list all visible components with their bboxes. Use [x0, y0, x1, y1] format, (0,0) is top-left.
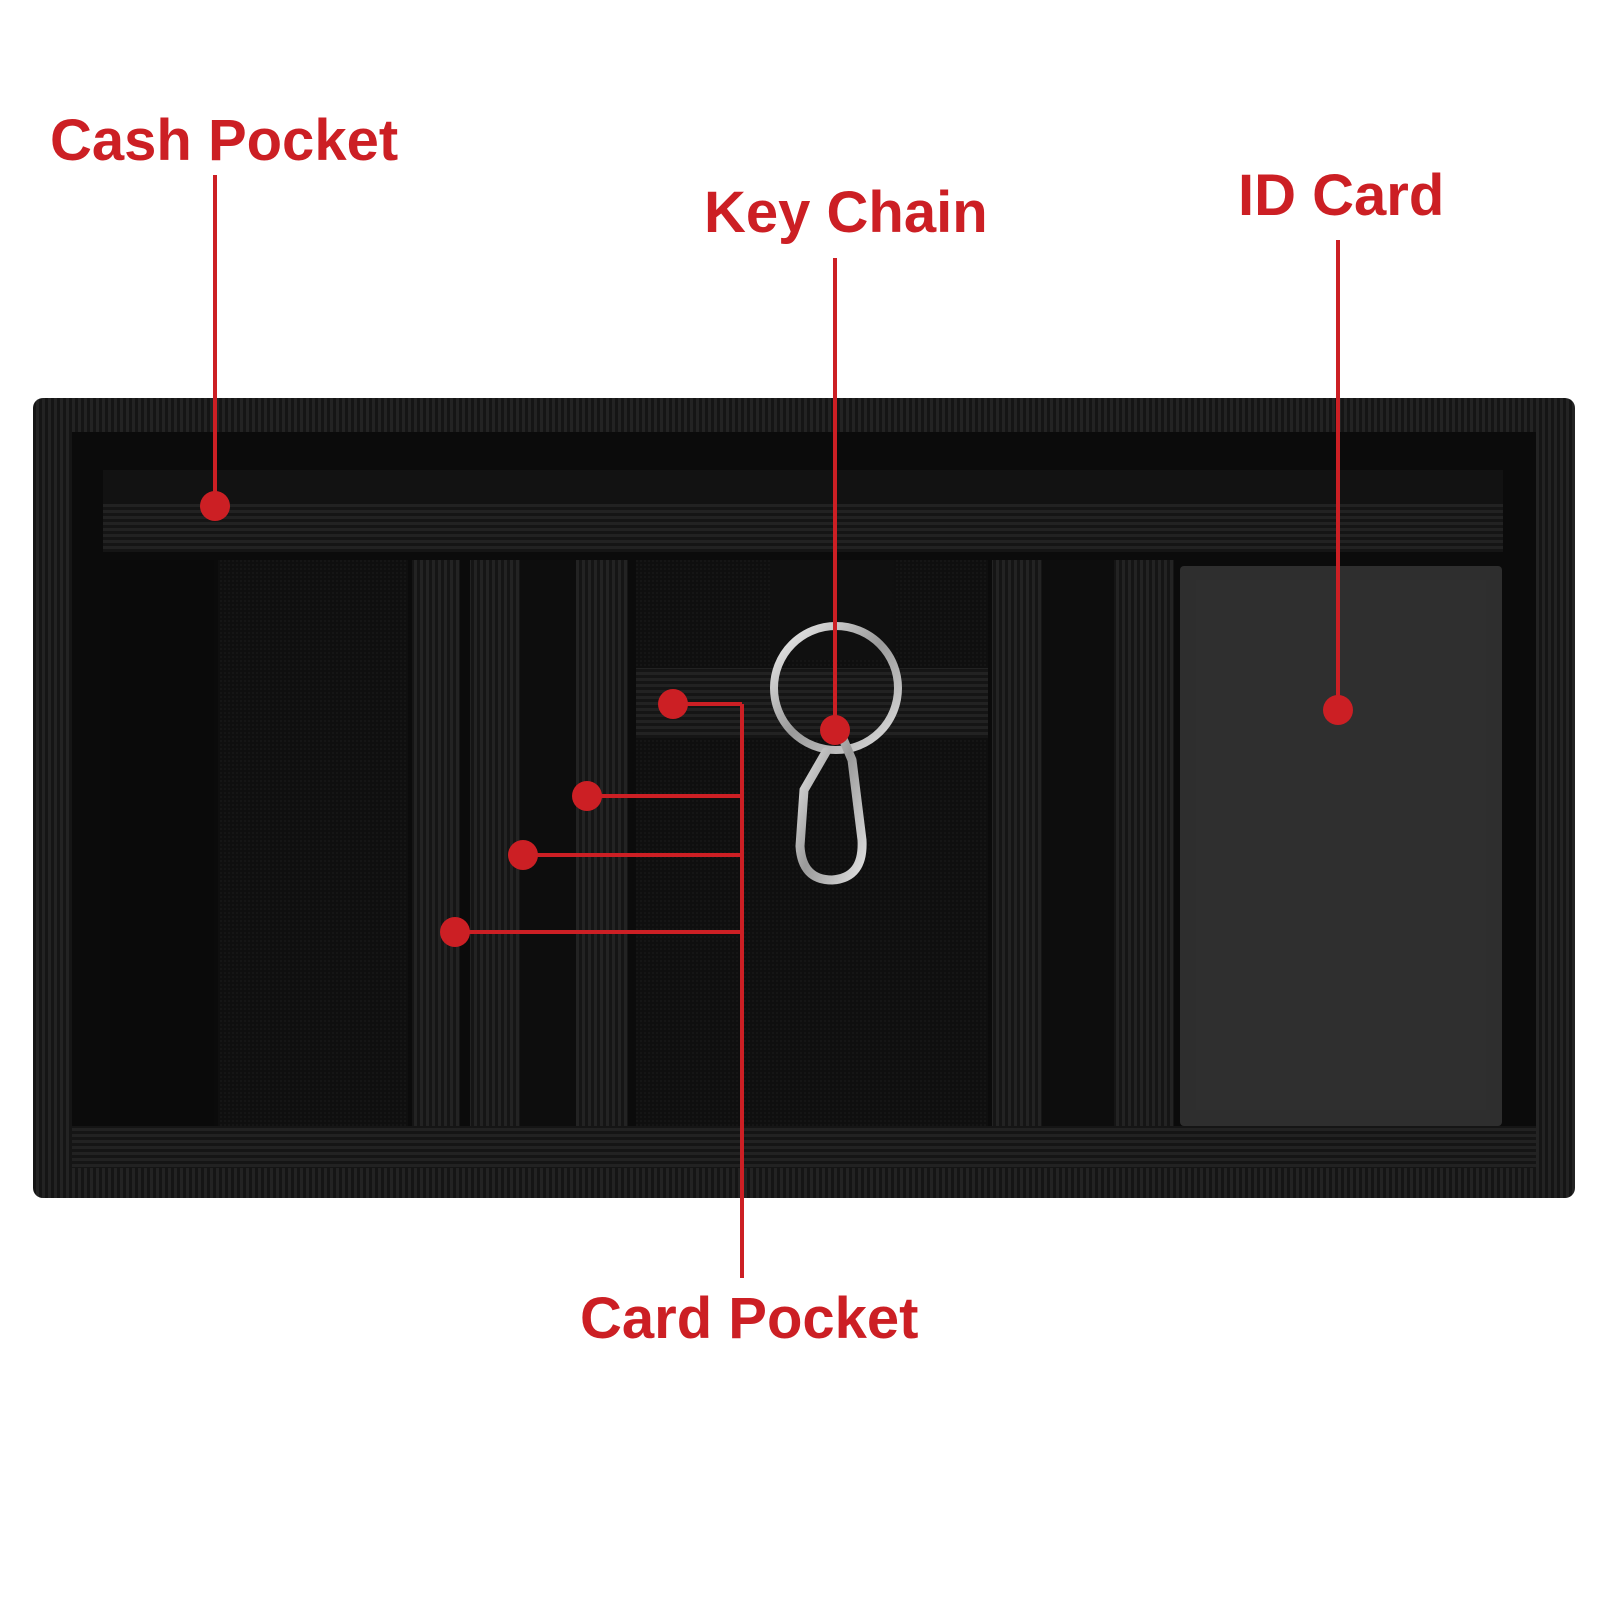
card-pocket-dot-1 [658, 689, 688, 719]
cash-pocket-slot [103, 470, 1503, 504]
key-chain-label: Key Chain [704, 180, 988, 245]
id-card-label: ID Card [1238, 163, 1444, 228]
key-chain-dot [820, 715, 850, 745]
card-slot-band-5 [1114, 560, 1174, 1126]
cash-pocket-label: Cash Pocket [50, 108, 398, 173]
card-slot-band-1 [412, 560, 460, 1126]
wallet [33, 398, 1575, 1198]
card-slot-band-4 [992, 560, 1042, 1126]
left-panel-pocket [218, 560, 408, 1126]
callouts [200, 175, 1353, 1278]
wallet-bottom-trim [72, 1126, 1536, 1168]
cash-pocket-trim [103, 504, 1503, 552]
card-pocket-dot-4 [440, 917, 470, 947]
card-pocket-dot-3 [508, 840, 538, 870]
card-slot-band-2 [470, 560, 520, 1126]
card-pocket-dot-2 [572, 781, 602, 811]
cash-pocket-dot [200, 491, 230, 521]
carabiner-clip [795, 717, 867, 885]
card-pocket-label: Card Pocket [580, 1286, 918, 1351]
card-slot-band-3 [576, 560, 628, 1126]
id-card-window-inner [1196, 580, 1486, 1110]
left-panel-strip [110, 560, 214, 1126]
card-slot-gap-2 [1042, 560, 1114, 1126]
id-card-dot [1323, 695, 1353, 725]
